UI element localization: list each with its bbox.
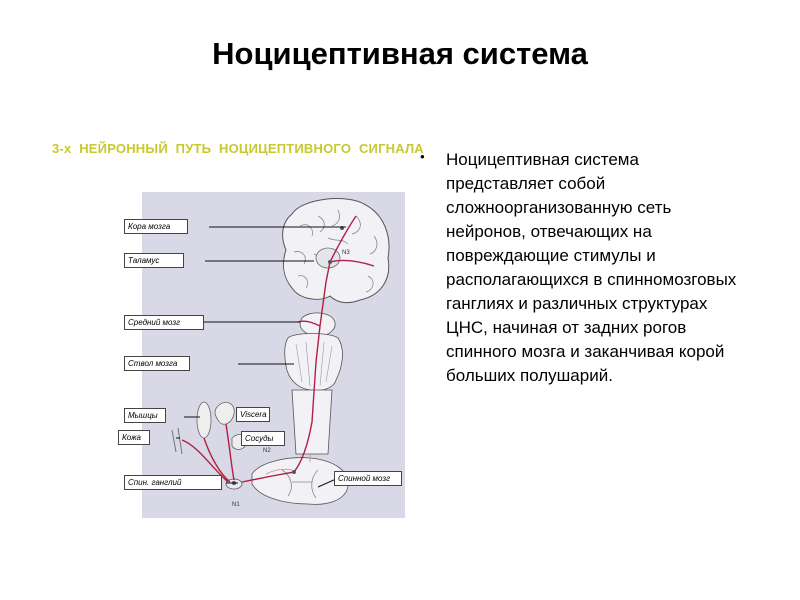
marker-n1: N1 — [232, 502, 240, 508]
label-skin: Кожа — [118, 430, 150, 445]
brainstem-shape — [284, 333, 343, 391]
pathway-lines — [181, 215, 375, 483]
description-block: ● Ноцицептивная система представляет соб… — [420, 148, 750, 388]
label-brainstem: Ствол мозга — [124, 356, 190, 371]
spinal-cord-section — [251, 457, 349, 505]
marker-n2: N2 — [263, 448, 271, 454]
nociceptive-pathway-diagram: Кора мозга Таламус Средний мозг Ствол мо… — [118, 192, 405, 518]
anatomy-illustration — [171, 198, 390, 505]
label-thalamus: Таламус — [124, 253, 184, 268]
label-viscera: Viscera — [236, 407, 270, 422]
label-midbrain: Средний мозг — [124, 315, 204, 330]
skin-shape — [171, 427, 183, 455]
label-cortex: Кора мозга — [124, 219, 188, 234]
label-muscles: Мышцы — [124, 408, 166, 423]
description-text: Ноцицептивная система представляет собой… — [446, 150, 737, 385]
marker-n3: N3 — [342, 250, 350, 256]
viscera-shape — [214, 401, 235, 425]
label-vessels: Сосуды — [241, 431, 285, 446]
label-leaders — [176, 226, 346, 488]
slide-title: Ноцицептивная система — [212, 36, 588, 71]
muscle-shape — [196, 401, 212, 439]
bullet-icon: ● — [420, 152, 425, 161]
label-spinal-cord: Спинной мозг — [334, 471, 402, 486]
label-spinal-ganglion: Спин. ганглий — [124, 475, 222, 490]
slide-subtitle: 3-х НЕЙРОННЫЙ ПУТЬ НОЦИЦЕПТИВНОГО СИГНАЛ… — [52, 141, 424, 156]
